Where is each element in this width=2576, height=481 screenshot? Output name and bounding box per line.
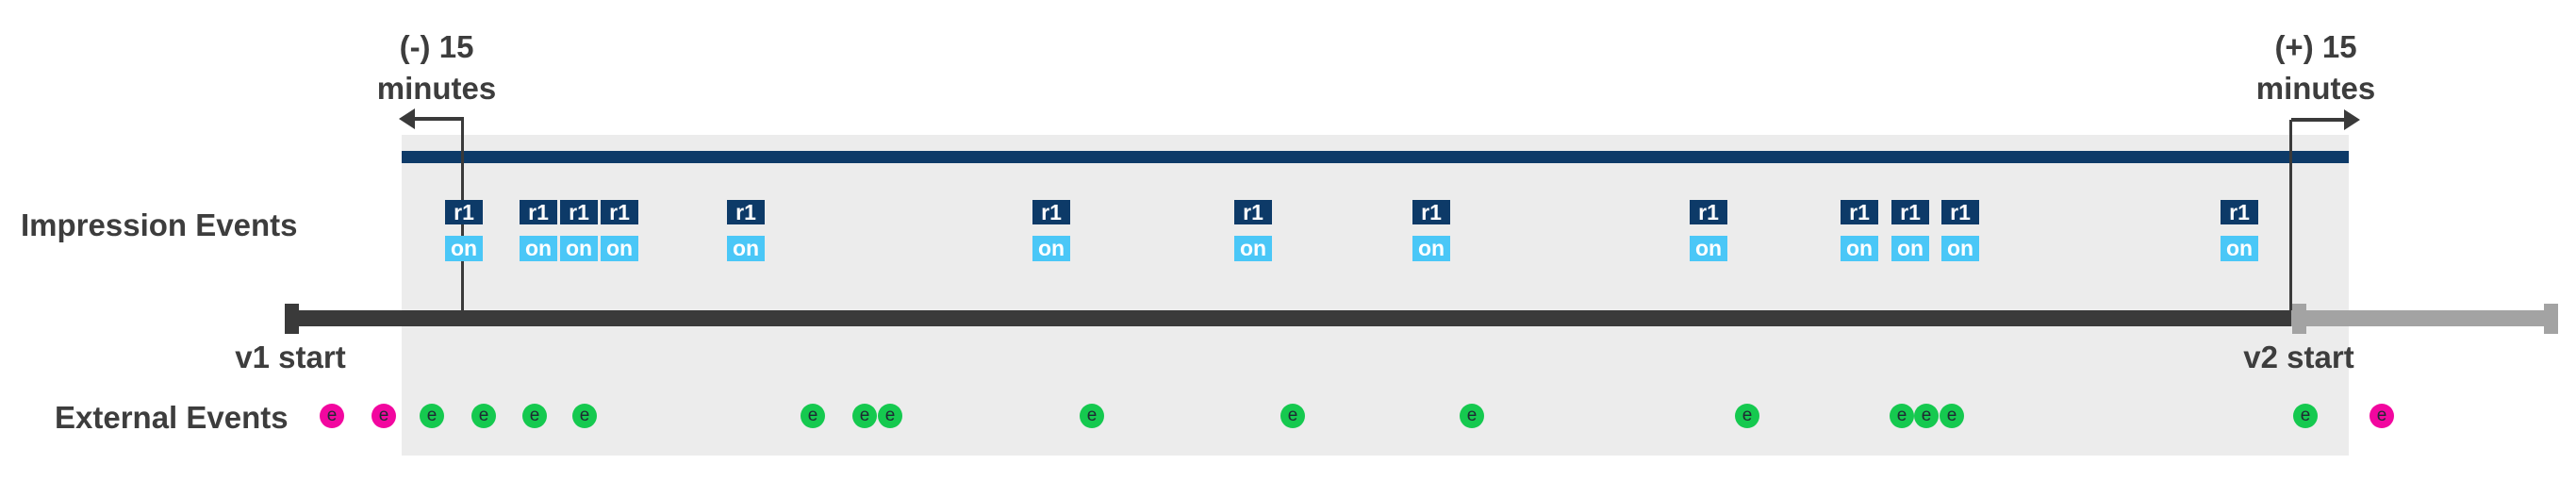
- external-event-dot-magenta: e: [372, 404, 396, 428]
- impression-r1-box: r1: [1032, 200, 1070, 224]
- impression-r1-box: r1: [1690, 200, 1727, 224]
- impression-on-box: on: [2221, 236, 2258, 261]
- external-event-dot-green: e: [420, 404, 444, 428]
- external-event-dot-green: e: [2293, 404, 2318, 428]
- external-event-dot-green: e: [878, 404, 902, 428]
- impression-r1-box: r1: [520, 200, 557, 224]
- minus-15-line1: (-) 15: [399, 29, 474, 64]
- campaign-flight-bar: [402, 151, 2349, 163]
- minus-15-minutes-annotation: (-) 15 minutes: [342, 26, 531, 109]
- external-event-dot-green: e: [1080, 404, 1104, 428]
- impression-r1-box: r1: [2221, 200, 2258, 224]
- left-arrow-icon: [399, 108, 415, 129]
- external-event-dot-green: e: [1460, 404, 1484, 428]
- impression-events-row-label: Impression Events: [21, 207, 298, 242]
- impression-on-box: on: [520, 236, 557, 261]
- v1-start-label: v1 start: [235, 340, 346, 374]
- timeline-v1-start-cap: [285, 304, 299, 334]
- impression-on-box: on: [1234, 236, 1272, 261]
- external-event-dot-green: e: [572, 404, 597, 428]
- minus-15-line2: minutes: [376, 71, 497, 106]
- timeline-v2-start-cap: [2292, 304, 2306, 334]
- impression-on-box: on: [1891, 236, 1929, 261]
- external-event-dot-green: e: [1280, 404, 1305, 428]
- impression-r1-box: r1: [601, 200, 638, 224]
- impression-on-box: on: [1841, 236, 1878, 261]
- external-event-dot-green: e: [1890, 404, 1914, 428]
- impression-on-box: on: [560, 236, 598, 261]
- external-event-dot-green: e: [522, 404, 547, 428]
- timeline-v2-end-cap: [2544, 304, 2558, 334]
- impression-on-box: on: [445, 236, 483, 261]
- plus-15-arrow-shaft: [2291, 118, 2346, 122]
- impression-r1-box: r1: [727, 200, 765, 224]
- impression-r1-box: r1: [1412, 200, 1450, 224]
- impression-on-box: on: [727, 236, 765, 261]
- impression-r1-box: r1: [560, 200, 598, 224]
- impression-on-box: on: [1941, 236, 1979, 261]
- plus-15-minutes-annotation: (+) 15 minutes: [2221, 26, 2410, 109]
- plus-15-line1: (+) 15: [2274, 29, 2357, 64]
- external-event-dot-green: e: [1735, 404, 1759, 428]
- impression-on-box: on: [1032, 236, 1070, 261]
- plus-15-marker-line: [2289, 120, 2292, 313]
- impression-on-box: on: [1412, 236, 1450, 261]
- impression-r1-box: r1: [1234, 200, 1272, 224]
- external-event-dot-magenta: e: [2370, 404, 2394, 428]
- impression-r1-box: r1: [445, 200, 483, 224]
- external-event-dot-green: e: [471, 404, 496, 428]
- timeline-v2-bar: [2291, 310, 2552, 326]
- minus-15-arrow-shaft: [413, 117, 464, 121]
- external-events-row-label: External Events: [55, 400, 289, 435]
- v2-start-label: v2 start: [2243, 340, 2354, 374]
- measurement-window-panel: [402, 135, 2349, 456]
- external-event-dot-green: e: [1914, 404, 1939, 428]
- impression-on-box: on: [1690, 236, 1727, 261]
- external-event-dot-green: e: [801, 404, 825, 428]
- external-event-dot-magenta: e: [320, 404, 344, 428]
- impression-on-box: on: [601, 236, 638, 261]
- plus-15-line2: minutes: [2255, 71, 2376, 106]
- right-arrow-icon: [2344, 109, 2360, 130]
- impression-r1-box: r1: [1841, 200, 1878, 224]
- external-event-dot-green: e: [852, 404, 877, 428]
- impression-r1-box: r1: [1941, 200, 1979, 224]
- timeline-v1-bar: [285, 310, 2291, 326]
- external-event-dot-green: e: [1940, 404, 1964, 428]
- impression-r1-box: r1: [1891, 200, 1929, 224]
